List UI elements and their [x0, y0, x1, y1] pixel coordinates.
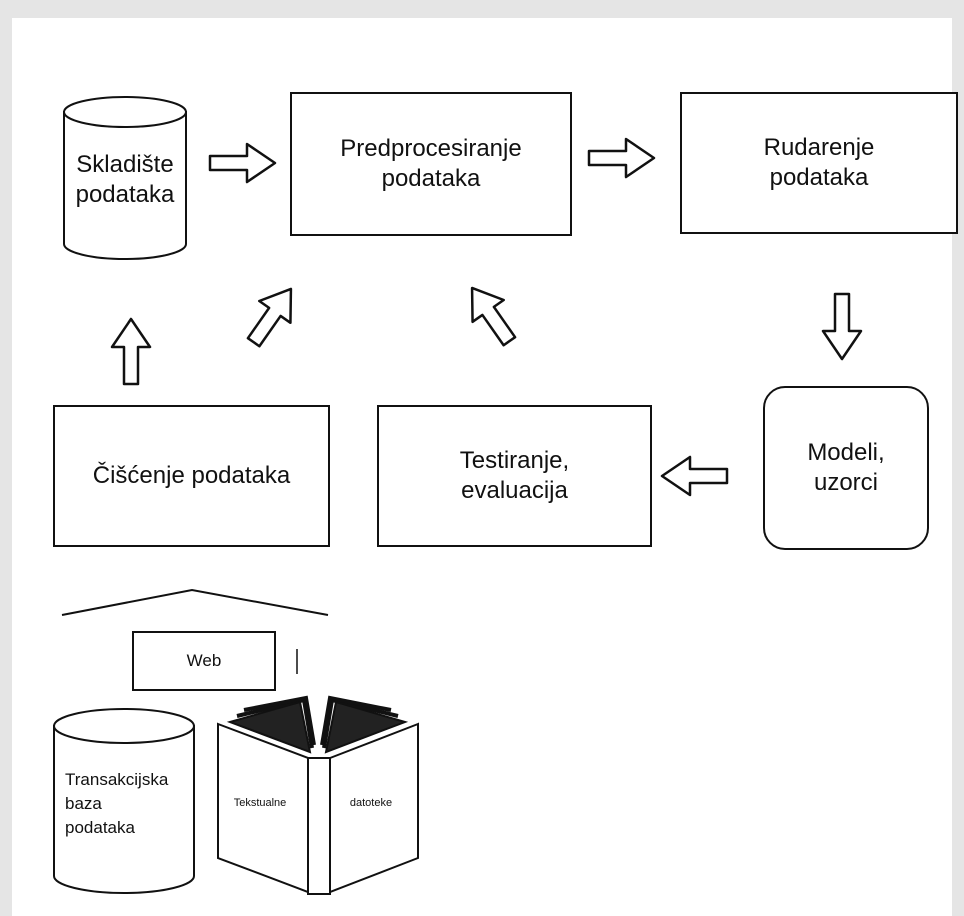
data-warehouse-line2: podataka — [75, 181, 175, 208]
roof-line — [61, 588, 329, 616]
book-left-label: Tekstualne — [233, 797, 287, 809]
data-mining-line2: podataka — [769, 164, 869, 191]
book-right-label: datoteke — [349, 797, 393, 809]
data-mining-box: Rudarenje podataka — [680, 92, 958, 234]
transaction-db-line1: Transakcijska — [65, 770, 169, 789]
arrow-right-icon — [208, 142, 277, 184]
arrow-up-right-icon — [246, 287, 293, 348]
transaction-db-line3: podataka — [65, 818, 135, 837]
arrow-up-left-icon — [470, 286, 517, 347]
data-warehouse-line1: Skladište — [76, 151, 174, 178]
cleaning-box: Čišćenje podataka — [53, 405, 330, 547]
arrow-right-icon — [587, 137, 656, 179]
book-icon — [217, 695, 419, 895]
transaction-db-cylinder — [53, 708, 195, 894]
transaction-db-label: Transakcijska baza podataka — [65, 768, 193, 840]
testing-line2: evaluacija — [461, 477, 568, 504]
testing-box: Testiranje, evaluacija — [377, 405, 652, 547]
preprocessing-line1: Predprocesiranje — [340, 135, 522, 162]
arrow-down-icon — [821, 292, 863, 361]
models-box: Modeli, uzorci — [763, 386, 929, 550]
arrow-left-icon — [660, 455, 729, 497]
web-box: Web — [132, 631, 276, 691]
models-line2: uzorci — [813, 469, 879, 496]
models-line1: Modeli, — [807, 439, 885, 466]
transaction-db-line2: baza — [65, 794, 102, 813]
cleaning-label: Čišćenje podataka — [92, 462, 291, 489]
preprocessing-line2: podataka — [381, 165, 481, 192]
data-warehouse-cylinder — [63, 96, 187, 260]
arrow-up-icon — [110, 317, 152, 386]
data-mining-line1: Rudarenje — [763, 134, 875, 161]
data-warehouse-label: Skladište podataka — [64, 150, 186, 210]
web-label: Web — [186, 651, 222, 670]
preprocessing-box: Predprocesiranje podataka — [290, 92, 572, 236]
testing-line1: Testiranje, — [459, 447, 570, 474]
